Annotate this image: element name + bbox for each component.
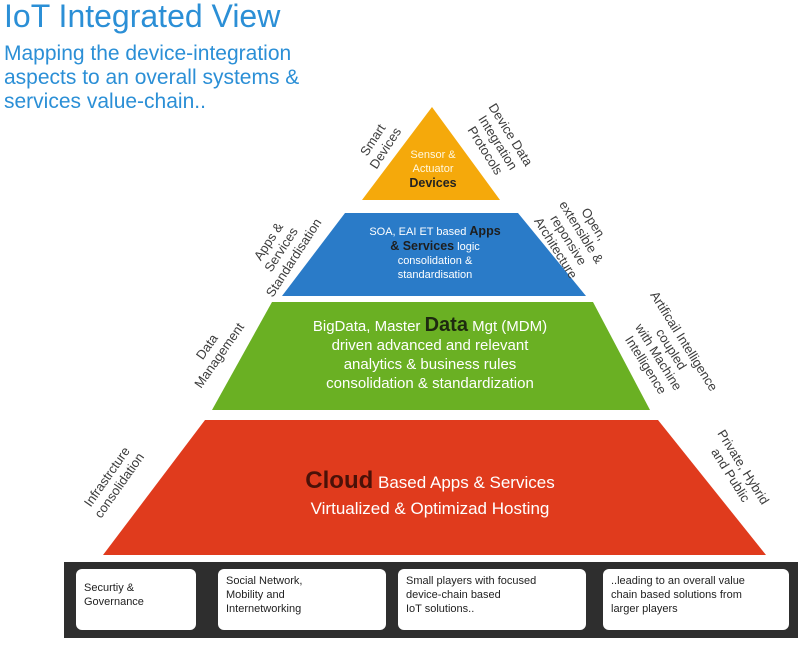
tier-apps-line: standardisation bbox=[397, 269, 473, 281]
tier-data-line: driven advanced and relevant bbox=[331, 337, 529, 354]
tier-devices-shape bbox=[362, 107, 500, 200]
page-title: IoT Integrated View bbox=[4, 0, 281, 34]
subtitle-line: aspects to an overall systems & bbox=[4, 66, 300, 89]
tier-cloud-text: Cloud Based Apps & Services Virtualized … bbox=[200, 468, 660, 522]
bottom-card-larger-players: ..leading to an overall value chain base… bbox=[603, 569, 789, 630]
tier-devices-keyword: Devices bbox=[409, 176, 457, 190]
page-subtitle: Mapping the device-integration aspects t… bbox=[4, 42, 299, 114]
tier-data-pre: BigData, Master bbox=[312, 318, 425, 335]
tier-data-line: analytics & business rules bbox=[343, 356, 517, 373]
subtitle-line: services value-chain.. bbox=[4, 90, 206, 113]
tier-apps-keyword: & Services bbox=[390, 239, 455, 253]
bottom-card-security: Securtiy & Governance bbox=[76, 569, 196, 630]
tier-apps-text: SOA, EAI ET based Apps & Services logic … bbox=[340, 224, 530, 282]
tier-data-keyword: Data bbox=[424, 314, 468, 336]
card-line: Social Network, bbox=[226, 575, 303, 587]
card-line: Small players with focused bbox=[406, 575, 537, 587]
card-line: device-chain based bbox=[406, 589, 501, 601]
tier-data-post: Mgt (MDM) bbox=[467, 318, 548, 335]
tier-apps-line: consolidation & bbox=[397, 255, 473, 267]
card-line: larger players bbox=[611, 603, 678, 615]
tier-cloud-keyword: Cloud bbox=[305, 467, 374, 494]
bottom-card-small-players: Small players with focused device-chain … bbox=[398, 569, 586, 630]
tier-apps-pre: SOA, EAI ET based bbox=[369, 226, 470, 238]
card-line: ..leading to an overall value bbox=[611, 575, 745, 587]
card-line: IoT solutions.. bbox=[406, 603, 475, 615]
tier-cloud-shape bbox=[103, 420, 766, 555]
tier-cloud-post: Based Apps & Services bbox=[373, 473, 555, 492]
tier-apps-shape bbox=[282, 213, 586, 296]
tier-data-text: BigData, Master Data Mgt (MDM) driven ad… bbox=[250, 314, 610, 393]
tier-devices-line: Sensor & bbox=[410, 149, 456, 161]
tier-data-line: consolidation & standardization bbox=[326, 375, 534, 392]
card-line: chain based solutions from bbox=[611, 589, 742, 601]
tier-apps-keyword: Apps bbox=[469, 224, 501, 238]
bottom-card-social: Social Network, Mobility and Internetwor… bbox=[218, 569, 386, 630]
card-line: Securtiy & bbox=[84, 582, 135, 594]
subtitle-line: Mapping the device-integration bbox=[4, 42, 292, 65]
card-line: Governance bbox=[84, 596, 144, 608]
card-line: Internetworking bbox=[226, 603, 302, 615]
tier-devices-text: Sensor & Actuator Devices bbox=[383, 148, 483, 190]
tier-devices-line: Actuator bbox=[412, 163, 454, 175]
tier-apps-post: logic bbox=[454, 241, 480, 253]
card-line: Mobility and bbox=[226, 589, 285, 601]
tier-cloud-line: Virtualized & Optimizad Hosting bbox=[310, 499, 550, 518]
tier-data-shape bbox=[212, 302, 650, 410]
